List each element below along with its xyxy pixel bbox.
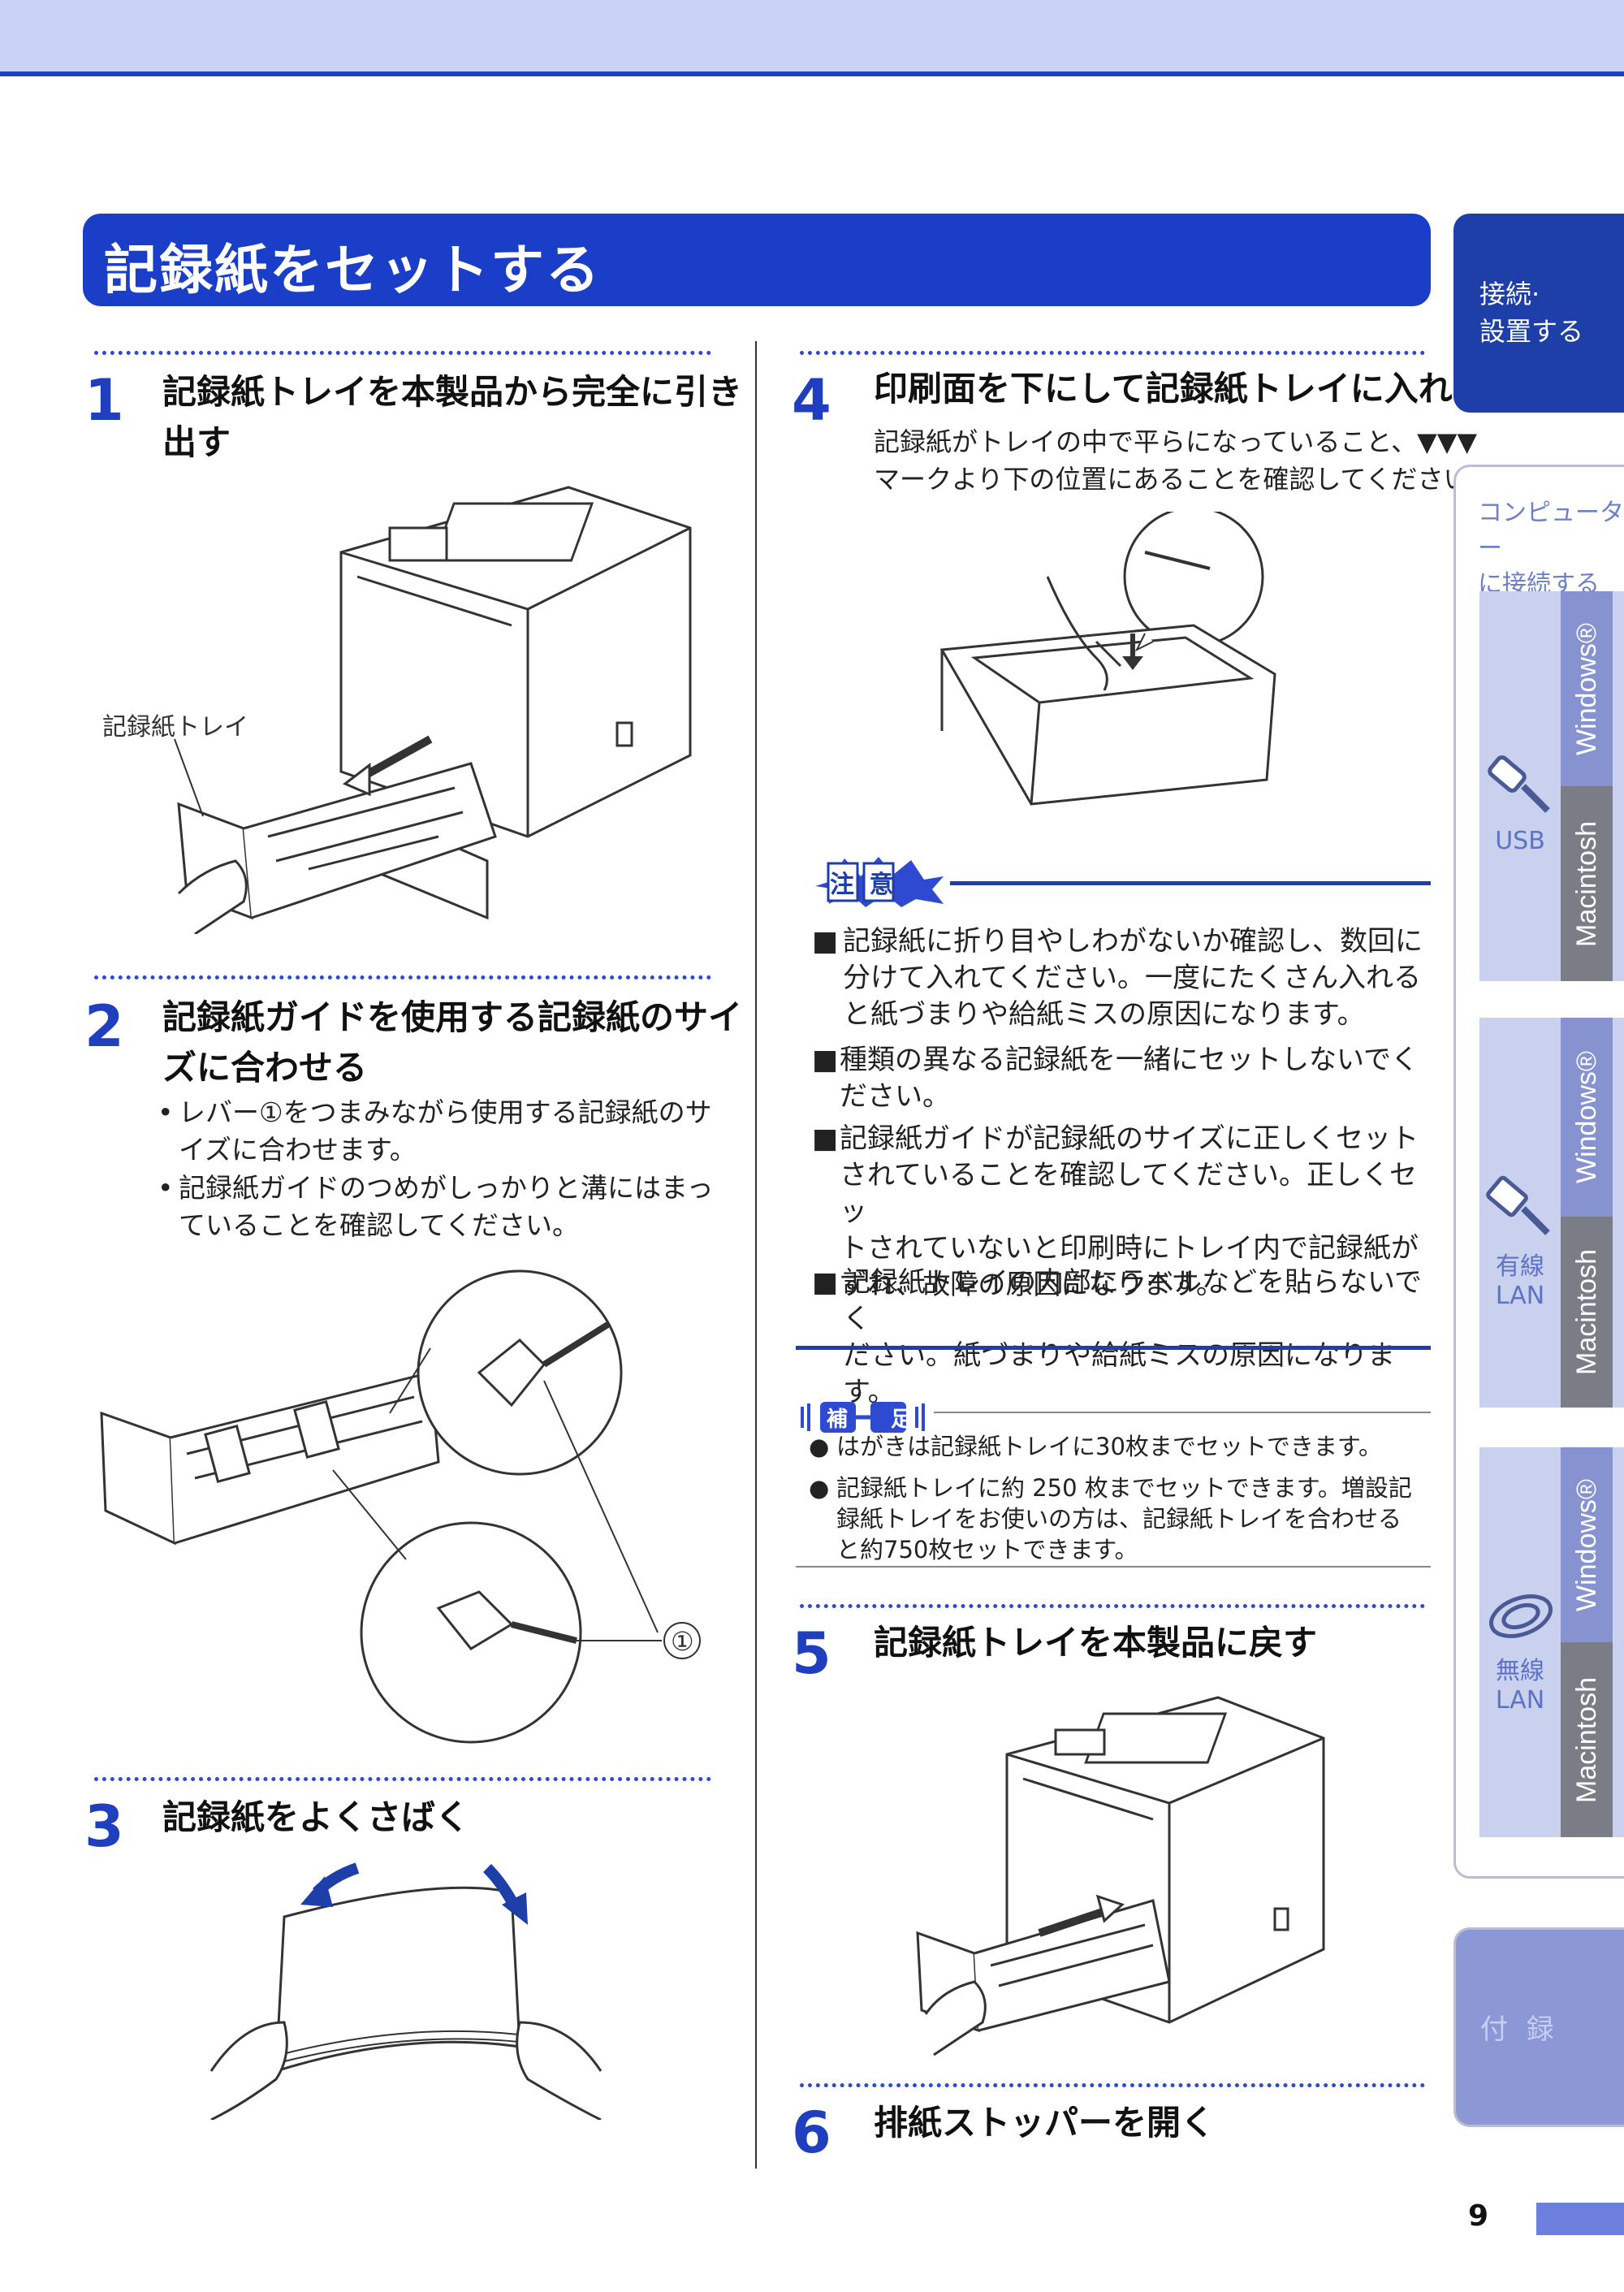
step-divider (94, 975, 711, 980)
note-item-2: ● 記録紙トレイに約 250 枚までセットできます。増設記 録紙トレイをお使いの… (809, 1474, 1412, 1563)
step-divider (94, 1777, 711, 1781)
printer-tray-pull-illustration (177, 486, 692, 934)
usb-cable-icon (1488, 755, 1550, 813)
note-rule (934, 1412, 1431, 1413)
step-2-title-line2: ズに合わせる (162, 1048, 368, 1088)
step-2-bullet-1-line2: イズに合わせます。 (179, 1134, 417, 1165)
step-2-number: 2 (84, 993, 124, 1060)
tab-wired-macintosh[interactable]: Macintosh (1561, 1217, 1613, 1408)
step-3-number: 3 (84, 1793, 124, 1860)
step-4-title: 印刷面を下にして記録紙トレイに入れる (874, 369, 1487, 409)
column-divider (755, 341, 757, 2169)
tab-appendix[interactable]: 付 録 (1453, 1927, 1624, 2127)
top-rule (0, 71, 1624, 76)
tab-connect-line2: 設置する (1479, 316, 1584, 347)
wireless-lan-label: 無線 LAN (1495, 1657, 1545, 1715)
tab-usb-windows[interactable]: Windows® (1561, 591, 1613, 786)
note-heading-text: 補 足 (827, 1408, 931, 1432)
note-heading-badge (801, 1402, 925, 1433)
step-6-number: 6 (792, 2100, 831, 2166)
caution-item-2: ■ 種類の異なる記録紙を一緒にセットしないでく ださい。 (812, 1044, 1419, 1113)
step-2-bullet-2-line1: • 記録紙ガイドのつめがしっかりと溝にはまっ (158, 1170, 714, 1207)
bullet-mark: • (158, 1096, 174, 1128)
top-band (0, 0, 1624, 71)
caution-item-1: ■ 記録紙に折り目やしわがないか確認し、数回に 分けて入れてください。一度にたく… (812, 925, 1423, 1031)
tab-wireless-windows[interactable]: Windows® (1561, 1447, 1613, 1642)
tab-wired-windows[interactable]: Windows® (1561, 1018, 1613, 1217)
caution-item-3: ■ 記録紙ガイドが記録紙のサイズに正しくセット されていることを確認してください… (812, 1122, 1419, 1301)
tab-connect-setup[interactable]: 接続· 設置する (1453, 214, 1624, 413)
page-title: 記録紙をセットする (104, 239, 601, 301)
step-divider (800, 1604, 1425, 1608)
page-title-bar: 記録紙をセットする (83, 214, 1431, 306)
step-2-bullet-2-line2: ていることを確認してください。 (179, 1209, 580, 1241)
wired-lan-label: 有線 LAN (1495, 1252, 1545, 1310)
tab-wireless-macintosh[interactable]: Macintosh (1561, 1642, 1613, 1837)
page-number: 9 (1468, 2199, 1489, 2233)
step-divider (94, 351, 711, 355)
paper-load-illustration (939, 512, 1276, 806)
step-1-number: 1 (84, 367, 124, 434)
caution-heading-badge (815, 857, 944, 907)
printer-tray-return-illustration (916, 1696, 1325, 2056)
step-1-title-line1: 記録紙トレイを本製品から完全に引き (162, 372, 743, 412)
lan-cable-icon (1486, 1175, 1550, 1235)
tab-connect-line1: 接続· (1479, 279, 1540, 309)
caution-bottom-rule (796, 1346, 1431, 1350)
step-3-title: 記録紙をよくさばく (162, 1797, 470, 1837)
step-6-title: 排紙ストッパーを開く (874, 2103, 1216, 2143)
tray-leader-line (174, 738, 204, 817)
step-2-bullet-1-line1: • レバー①をつまみながら使用する記録紙のサ (158, 1094, 712, 1131)
step-4-number: 4 (792, 367, 831, 434)
wireless-icon (1489, 1594, 1553, 1638)
step-5-number: 5 (792, 1620, 831, 1687)
page-number-bar (1536, 2203, 1624, 2235)
step-divider (800, 2083, 1425, 2087)
tab-computer-label: コンピューター に接続する (1478, 499, 1624, 599)
step-2-title-line1: 記録紙ガイドを使用する記録紙のサイ (162, 997, 743, 1037)
caution-heading-text: 注 意 (830, 871, 897, 899)
tab-usb-macintosh[interactable]: Macintosh (1561, 786, 1613, 981)
note-item-1: ● はがきは記録紙トレイに30枚までセットできます。 (809, 1433, 1383, 1460)
caution-item-4: ■ 記録紙トレイの内部にラベルなどを貼らないでく ださい。紙づまりや給紙ミスの原… (812, 1266, 1422, 1408)
tab-appendix-label: 付 録 (1480, 2013, 1559, 2046)
step-4-desc-line1: 記録紙がトレイの中で平らになっていること、▼▼▼ (874, 426, 1477, 457)
fan-paper-illustration (209, 1862, 603, 2120)
step-4-desc-line2: マークより下の位置にあることを確認してください。 (874, 464, 1496, 495)
lever-label: ① (671, 1626, 694, 1657)
step-divider (800, 351, 1425, 355)
paper-guide-illustration (100, 1269, 701, 1744)
caution-rule (950, 881, 1431, 885)
step-1-title-line2: 出す (162, 422, 231, 462)
usb-label: USB (1495, 827, 1545, 855)
note-bottom-rule (796, 1566, 1431, 1568)
bullet-mark: • (158, 1172, 174, 1204)
step-5-title: 記録紙トレイを本製品に戻す (874, 1623, 1318, 1663)
tray-label: 記録紙トレイ (102, 713, 248, 742)
